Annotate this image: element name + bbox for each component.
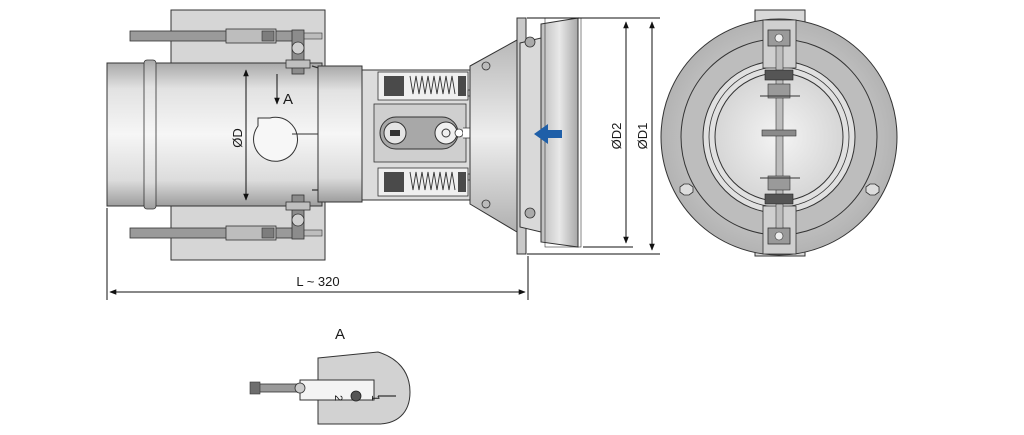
cone-transition [469, 39, 518, 233]
left-hex-nut [679, 183, 694, 196]
detail-a-position-1: 1 [369, 395, 381, 401]
diameter-d2-dimension: ØD2 [583, 17, 633, 248]
view-a-arrow: A [274, 74, 293, 108]
diameter-d1-label: ØD1 [635, 123, 650, 150]
front-top-hinge [760, 69, 800, 99]
right-hex-nut [865, 183, 880, 196]
diameter-d-dimension: ØD [230, 69, 249, 201]
bottom-spring [377, 167, 469, 197]
top-pivot [285, 29, 366, 77]
side-view: ØD A [106, 9, 660, 300]
diameter-d2-label: ØD2 [609, 123, 624, 150]
airflow-arrow [534, 124, 562, 144]
detail-a: A 2 1 [249, 326, 411, 425]
detail-a-title: A [335, 326, 345, 343]
diameter-d-label: ØD [230, 128, 245, 148]
top-spring [377, 71, 469, 101]
diameter-d1-dimension: ØD1 [527, 17, 660, 255]
length-dimension: L ~ 320 [106, 208, 529, 300]
view-a-label: A [283, 91, 293, 108]
length-label: L ~ 320 [296, 274, 339, 289]
detail-a-position-2: 2 [332, 395, 344, 401]
front-bottom-hinge [760, 175, 800, 205]
keyhole-slot [253, 116, 298, 162]
center-latch [379, 116, 475, 150]
front-view [660, 9, 898, 257]
